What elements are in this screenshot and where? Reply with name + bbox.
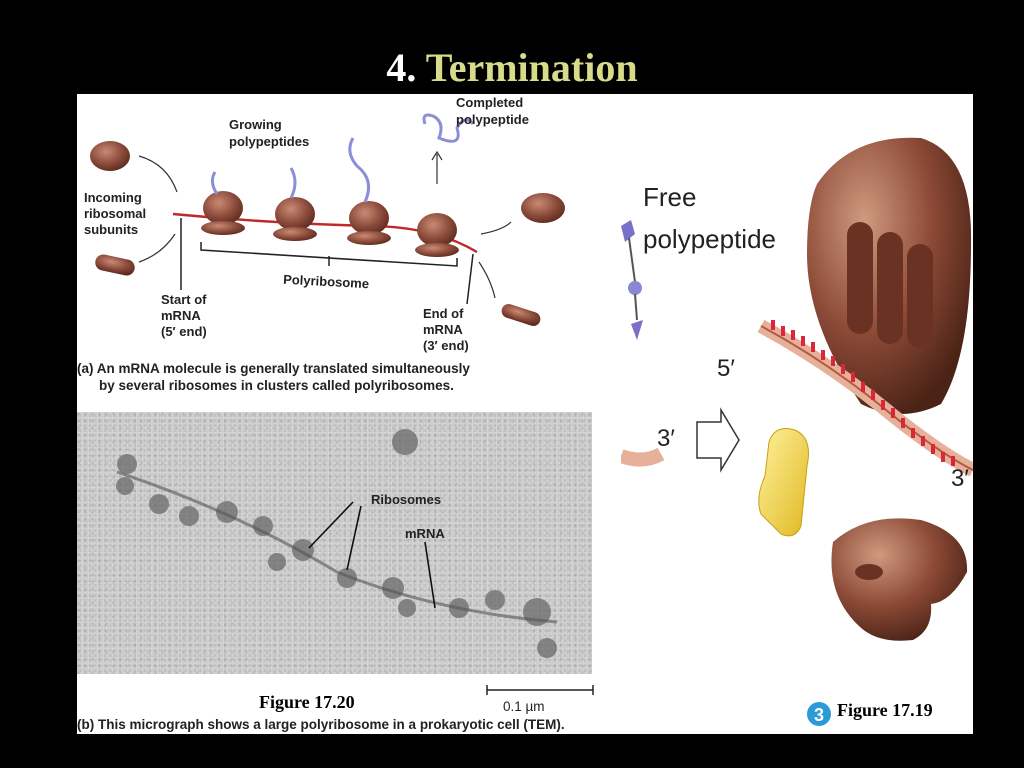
ribosome-1 [201,191,245,235]
caption-a-line1: (a) An mRNA molecule is generally transl… [77,361,470,376]
small-subunit [831,518,968,641]
label-incoming-3: subunits [84,222,138,237]
codon-teeth [771,320,955,466]
termination-diagram: Free polypeptide 5′ 3′ 3′ [621,137,973,726]
label-end-1: End of [423,306,464,321]
label-mrna: mRNA [405,526,445,541]
release-factor [758,428,809,537]
polypeptide-3 [348,137,371,203]
label-end-2: mRNA [423,322,463,337]
pointer-ribosomes-2 [346,505,362,571]
title-word: Termination [425,45,638,90]
ribosome-2 [273,197,317,241]
mrna-fiber [116,470,558,624]
ribosome-particles [116,429,557,658]
arrow-incoming-bottom [138,233,176,263]
label-3prime-right: 3′ [951,465,969,492]
label-polyribosome: Polyribosome [283,272,370,291]
polypeptide-2 [289,167,297,199]
figure-17-19-label: Figure 17.19 [837,700,933,720]
label-incoming-2: ribosomal [84,206,146,221]
incoming-small-subunit [95,254,135,276]
mrna-stub [621,447,665,467]
ribosome-4 [415,213,459,257]
label-start-1: Start of [161,292,207,307]
label-5prime: 5′ [717,355,735,382]
incoming-large-subunit [90,141,130,171]
arrow-release-top [480,221,512,235]
caption-a-line2: by several ribosomes in clusters called … [99,378,454,393]
pointer-ribosomes-1 [308,501,354,549]
process-arrow [696,407,740,473]
label-free-polypeptide: polypeptide [643,224,776,254]
completed-polypeptide [422,113,475,143]
slide-title: 4. Termination [0,42,1024,94]
label-incoming-1: Incoming [84,190,142,205]
arrow-release-bottom [478,261,496,299]
label-completed-1: Completed [456,95,523,110]
step-number: 3 [814,705,824,725]
released-small-subunit [501,303,541,327]
ribosome-3 [347,201,391,245]
label-free: Free [643,182,696,212]
polyribosome-diagram: Growing polypeptides Completed polypepti… [84,95,565,353]
subunit-tunnels [847,222,933,348]
scale-bar-label: 0.1 µm [503,699,545,714]
label-growing-1: Growing [229,117,282,132]
end-line [466,253,474,305]
arrow-incoming-top [138,155,178,193]
pointer-mrna [424,541,436,609]
scale-bar [486,685,594,695]
step-number-badge [807,702,831,726]
polypeptide-1 [210,171,219,195]
free-polypeptide-chain [621,220,643,340]
figure-panel: Growing polypeptides Completed polypepti… [77,94,973,734]
figure-17-20-label: Figure 17.20 [259,692,355,712]
title-number: 4. [386,45,417,90]
label-start-2: mRNA [161,308,201,323]
label-start-3: (5′ end) [161,324,207,339]
label-ribosomes: Ribosomes [371,492,441,507]
label-completed-2: polypeptide [456,112,529,127]
label-3prime-left: 3′ [657,425,675,452]
tem-micrograph: Ribosomes mRNA [77,412,592,674]
caption-b: (b) This micrograph shows a large polyri… [77,717,565,732]
label-end-3: (3′ end) [423,338,469,353]
label-growing-2: polypeptides [229,134,309,149]
released-large-subunit [521,193,565,223]
